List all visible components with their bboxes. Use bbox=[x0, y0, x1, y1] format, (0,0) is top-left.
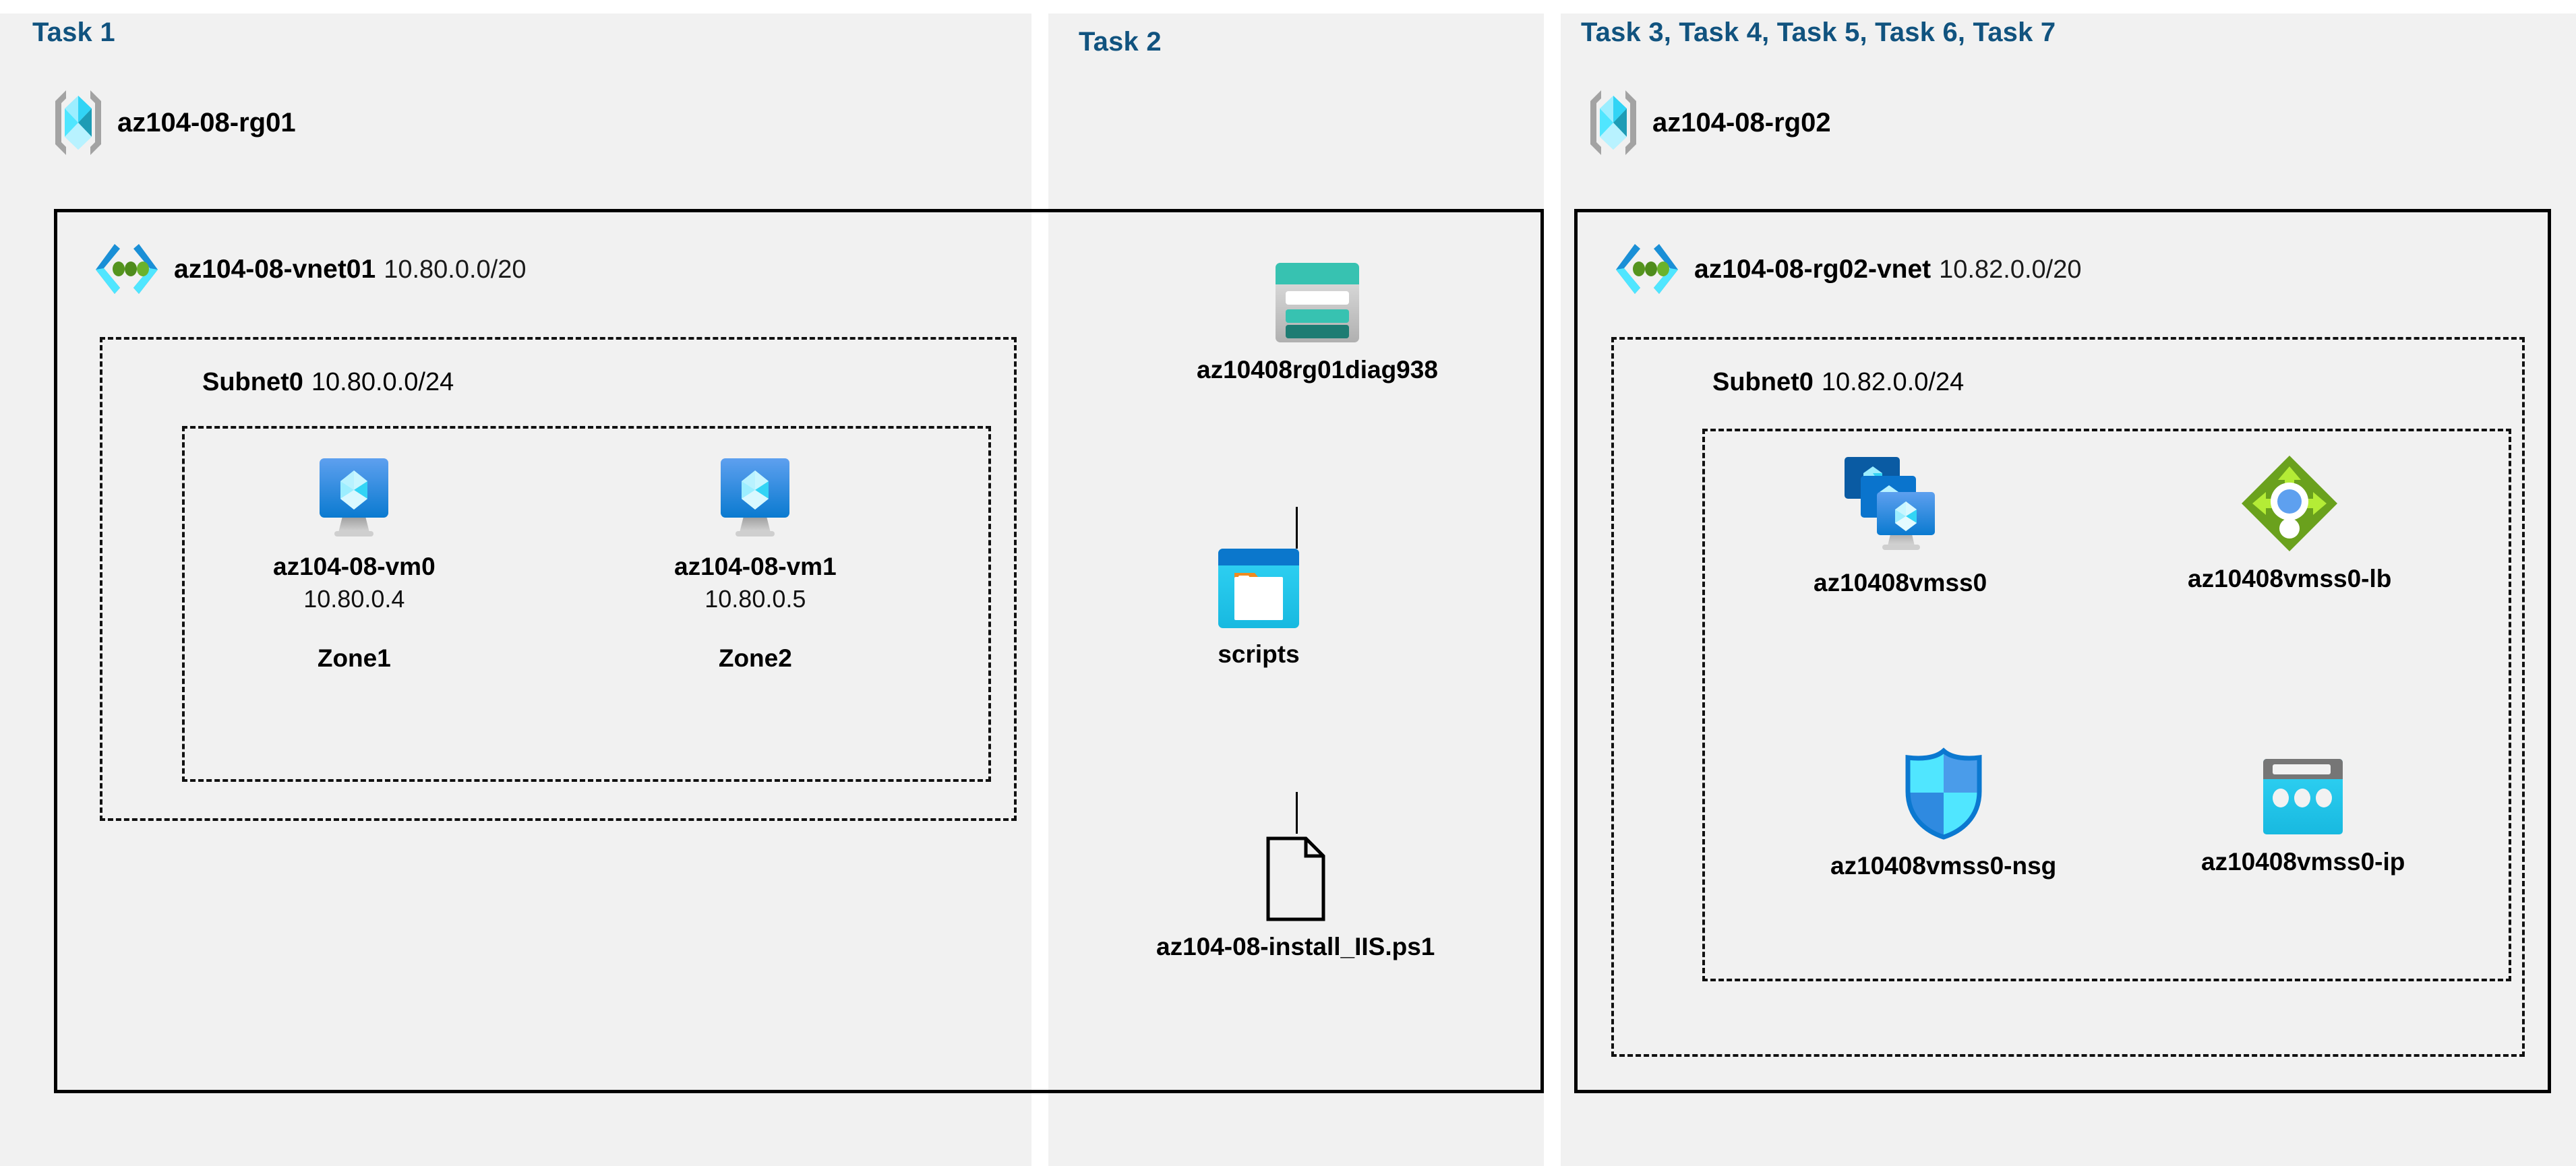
vm-scale-set-icon bbox=[1840, 453, 1960, 558]
task-label-1: Task 1 bbox=[32, 18, 115, 47]
resource-group-name: az104-08-rg01 bbox=[117, 107, 296, 137]
node-network-security-group[interactable]: az10408vmss0-nsg bbox=[1830, 747, 2056, 880]
virtual-machine-icon bbox=[310, 453, 398, 542]
node-zone: Zone2 bbox=[718, 644, 792, 672]
node-script-file[interactable]: az104-08-install_IIS.ps1 bbox=[1156, 836, 1435, 961]
subnet-name: Subnet0 bbox=[202, 368, 303, 396]
storage-account-icon bbox=[1273, 260, 1362, 345]
connector-scripts-to-file bbox=[1296, 792, 1298, 834]
node-vm0[interactable]: az104-08-vm0 10.80.0.4 Zone1 bbox=[273, 453, 436, 673]
subnet-boundary-2 bbox=[1611, 337, 2525, 1057]
node-public-ip-address[interactable]: az10408vmss0-ip bbox=[2201, 756, 2405, 876]
node-title: az104-08-install_IIS.ps1 bbox=[1156, 933, 1435, 960]
resource-group-icon bbox=[1588, 88, 1639, 158]
task-panel-1 bbox=[0, 13, 1031, 1166]
resource-group-icon bbox=[53, 88, 104, 158]
vnet-name-and-cidr: az104-08-vnet01 10.80.0.0/20 bbox=[174, 255, 527, 284]
vnet-header-rg02-vnet: az104-08-rg02-vnet 10.82.0.0/20 bbox=[1615, 241, 2081, 298]
task-panel-3 bbox=[1561, 13, 2576, 1166]
node-vm1[interactable]: az104-08-vm1 10.80.0.5 Zone2 bbox=[674, 453, 837, 673]
node-zone: Zone1 bbox=[317, 644, 391, 672]
connector-storage-to-scripts bbox=[1296, 507, 1298, 549]
node-title: az10408vmss0-ip bbox=[2201, 848, 2405, 876]
network-security-group-icon bbox=[1901, 747, 1986, 841]
node-ip-address: 10.80.0.4 bbox=[303, 585, 405, 613]
node-title: az10408vmss0 bbox=[1814, 569, 1987, 596]
subnet-name: Subnet0 bbox=[1712, 368, 1814, 396]
node-title: scripts bbox=[1218, 640, 1300, 668]
subnet-caption-1: Subnet0 10.80.0.0/24 bbox=[202, 368, 454, 397]
node-storage-account[interactable]: az10408rg01diag938 bbox=[1197, 260, 1438, 384]
node-load-balancer[interactable]: az10408vmss0-lb bbox=[2188, 453, 2391, 593]
vnet-boundary-vnet01 bbox=[54, 209, 1544, 1093]
vnet-name-and-cidr: az104-08-rg02-vnet 10.82.0.0/20 bbox=[1694, 255, 2081, 284]
task-label-3: Task 3, Task 4, Task 5, Task 6, Task 7 bbox=[1581, 18, 2056, 47]
vnet-cidr: 10.80.0.0/20 bbox=[384, 255, 527, 284]
vnet-name: az104-08-rg02-vnet bbox=[1694, 255, 1931, 284]
node-vm-scale-set[interactable]: az10408vmss0 bbox=[1814, 453, 1987, 597]
vnet-boundary-rg02-vnet bbox=[1574, 209, 2551, 1093]
subnet-cidr: 10.82.0.0/24 bbox=[1821, 368, 1965, 396]
subnet-cidr: 10.80.0.0/24 bbox=[311, 368, 454, 396]
node-title: az10408vmss0-lb bbox=[2188, 565, 2392, 592]
node-ip-address: 10.80.0.5 bbox=[705, 585, 806, 613]
vnet-name: az104-08-vnet01 bbox=[174, 255, 376, 284]
node-title: az104-08-vm1 bbox=[674, 553, 837, 580]
load-balancer-icon bbox=[2239, 453, 2340, 554]
virtual-machine-icon bbox=[711, 453, 799, 542]
virtual-network-icon bbox=[1615, 241, 1679, 298]
vnet-cidr: 10.82.0.0/20 bbox=[1939, 255, 2082, 284]
resource-group-name: az104-08-rg02 bbox=[1652, 107, 1831, 137]
resource-group-header-rg01: az104-08-rg01 bbox=[53, 88, 296, 158]
task-label-2: Task 2 bbox=[1079, 27, 1162, 57]
script-file-icon bbox=[1263, 836, 1329, 922]
blob-container-icon bbox=[1217, 547, 1300, 630]
node-title: az104-08-vm0 bbox=[273, 553, 436, 580]
public-ip-address-icon bbox=[2260, 756, 2345, 837]
node-title: az10408vmss0-nsg bbox=[1830, 852, 2057, 880]
vnet-header-vnet01: az104-08-vnet01 10.80.0.0/20 bbox=[94, 241, 527, 298]
node-blob-container[interactable]: scripts bbox=[1217, 547, 1300, 669]
virtual-network-icon bbox=[94, 241, 159, 298]
subnet-boundary-1 bbox=[100, 337, 1017, 821]
node-title: az10408rg01diag938 bbox=[1197, 356, 1438, 383]
resource-group-header-rg02: az104-08-rg02 bbox=[1588, 88, 1831, 158]
vmss-group-boundary-2 bbox=[1702, 429, 2511, 981]
vm-group-boundary-1 bbox=[182, 426, 991, 782]
